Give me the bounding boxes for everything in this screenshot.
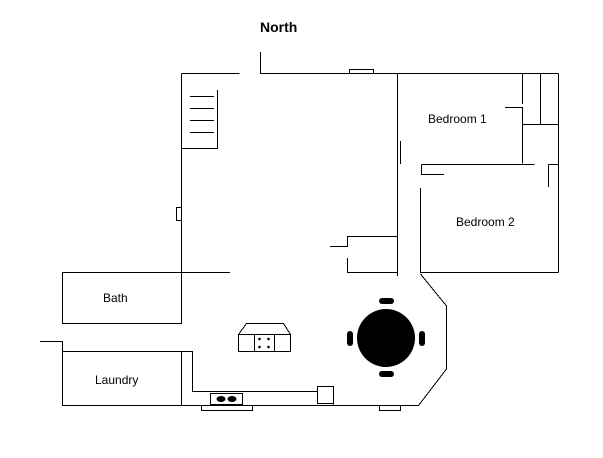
room-label-bedroom-2: Bedroom 2 [456, 215, 515, 229]
window-fixture [349, 69, 374, 74]
bedroom-walls [400, 73, 559, 273]
dining-table [347, 298, 425, 377]
closet-wall-lower [347, 258, 397, 273]
kitchen-island [238, 323, 291, 352]
appliance [317, 386, 334, 404]
room-label-bedroom-1: Bedroom 1 [428, 112, 487, 126]
compass-label: North [260, 19, 297, 35]
wall-fixture [176, 207, 182, 221]
kitchen-sink [201, 393, 253, 411]
room-label-laundry: Laundry [95, 373, 138, 387]
door-step [379, 405, 401, 411]
room-label-bath: Bath [103, 291, 128, 305]
staircase [181, 90, 218, 149]
closet-wall [330, 236, 397, 247]
